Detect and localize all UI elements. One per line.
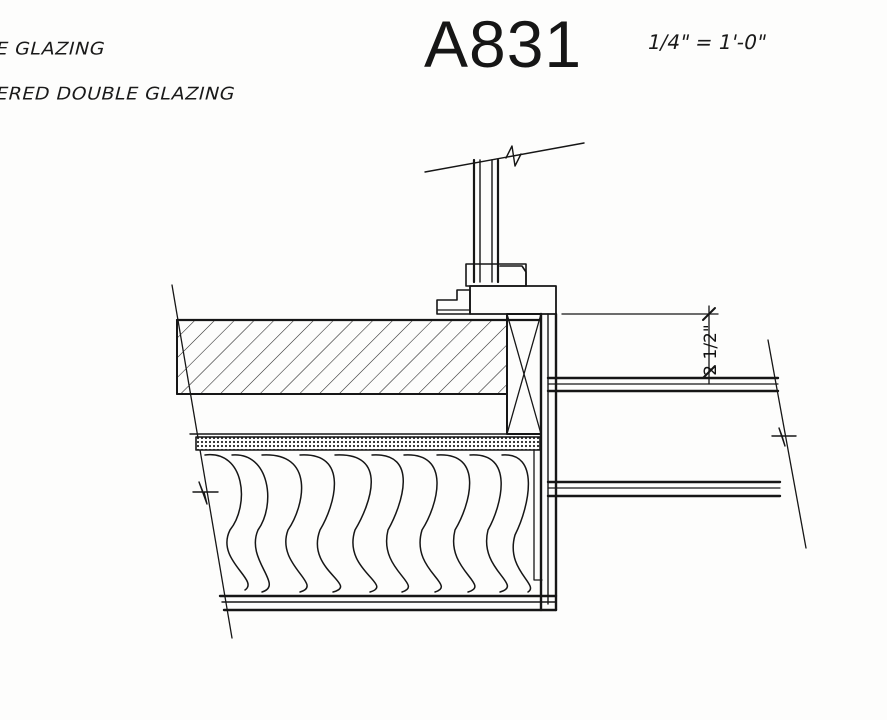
bottom-plate (218, 594, 558, 612)
membrane-strip (195, 436, 541, 451)
detail-number: A831 (424, 7, 583, 81)
dimension-label: 2 1/2" (701, 324, 721, 375)
insulation-batt (204, 454, 532, 593)
rim-framing (533, 312, 558, 612)
window-frame (424, 142, 585, 315)
right-break-line (767, 339, 807, 549)
blocking-member (506, 313, 542, 435)
hatched-layer (175, 318, 542, 395)
dimension-line (561, 305, 719, 385)
floor-joists (546, 376, 782, 498)
